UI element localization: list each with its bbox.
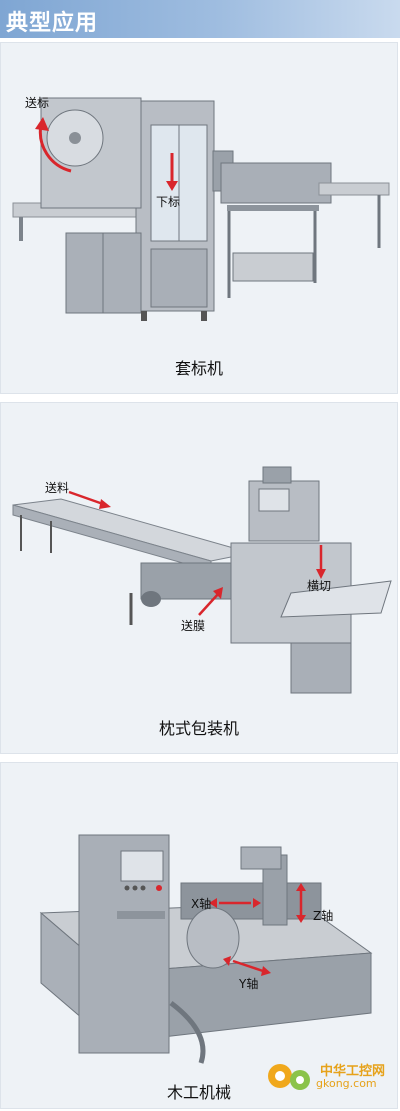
caption-sleeve-labeler: 套标机 [174, 359, 223, 378]
caption-woodworking: 木工机械 [166, 1083, 231, 1102]
label-material: 送料 [45, 481, 70, 495]
sleeve-labeler-illustration [12, 97, 390, 321]
label-z-axis: Z轴 [313, 909, 334, 923]
label-feed: 送标 [25, 96, 50, 110]
caption-pillow-packer: 枕式包装机 [158, 719, 239, 738]
woodworking-illustration [39, 834, 373, 1064]
label-cut: 横切 [307, 579, 332, 593]
pillow-packer-illustration [12, 466, 392, 694]
panel-woodworking: X轴 Y轴 Z轴 木工机械 [0, 762, 398, 1109]
label-x-axis: X轴 [191, 897, 212, 911]
gear-logo-icon [268, 1064, 310, 1090]
label-down: 下标 [156, 195, 181, 209]
section-title: 典型应用 [6, 11, 99, 36]
watermark-url: gkong.com [316, 1077, 377, 1090]
label-y-axis: Y轴 [239, 977, 259, 991]
watermark: 中华工控网 gkong.com [262, 1058, 392, 1094]
label-film: 送膜 [181, 619, 206, 633]
panel-pillow-packer: 送料 送膜 横切 枕式包装机 [0, 402, 398, 754]
section-header: 典型应用 [0, 0, 400, 38]
panel-sleeve-labeler: 送标 下标 套标机 [0, 42, 398, 394]
watermark-brand: 中华工控网 [320, 1064, 386, 1079]
